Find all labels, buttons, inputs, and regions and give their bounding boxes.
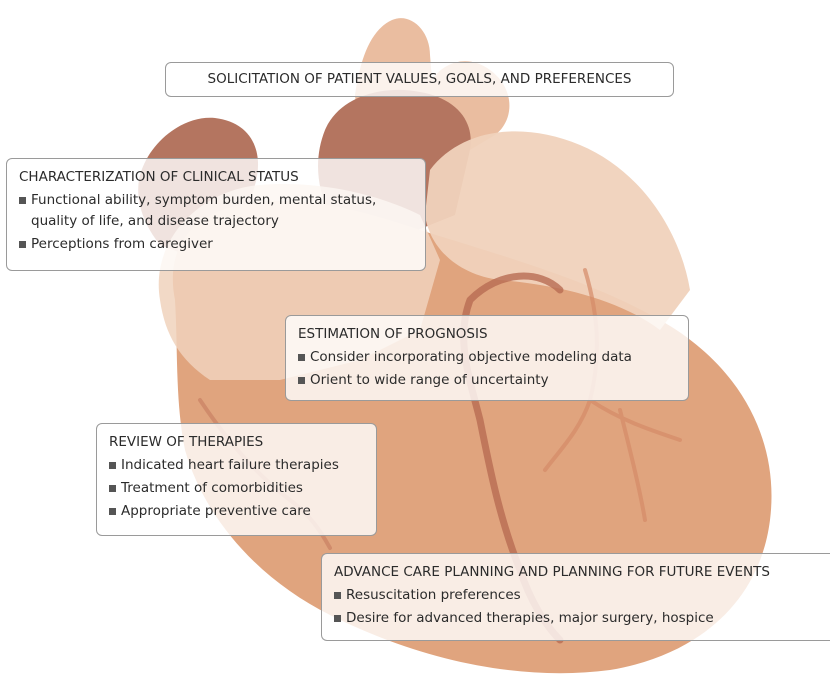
list-item-text: Treatment of comorbidities — [121, 480, 303, 496]
values-goals-box: SOLICITATION OF PATIENT VALUES, GOALS, A… — [165, 62, 674, 97]
list-item: Resuscitation preferences — [334, 585, 818, 606]
values-goals-title: SOLICITATION OF PATIENT VALUES, GOALS, A… — [176, 69, 663, 90]
list-item-text: Desire for advanced therapies, major sur… — [346, 610, 714, 626]
list-item: Treatment of comorbidities — [109, 478, 364, 499]
list-item-text: Orient to wide range of uncertainty — [310, 372, 549, 388]
therapies-list: Indicated heart failure therapies Treatm… — [109, 455, 364, 522]
bullet-icon — [109, 485, 116, 492]
prognosis-list: Consider incorporating objective modelin… — [298, 347, 676, 391]
list-item: Appropriate preventive care — [109, 501, 364, 522]
list-item-text: Indicated heart failure therapies — [121, 457, 339, 473]
bullet-icon — [298, 354, 305, 361]
bullet-icon — [109, 508, 116, 515]
list-item-text: Perceptions from caregiver — [31, 236, 213, 252]
list-item: Functional ability, symptom burden, ment… — [19, 190, 413, 232]
bullet-icon — [19, 241, 26, 248]
bullet-icon — [109, 462, 116, 469]
list-item-text: Functional ability, symptom burden, ment… — [31, 192, 376, 229]
clinical-status-box: CHARACTERIZATION OF CLINICAL STATUS Func… — [6, 158, 426, 271]
list-item: Perceptions from caregiver — [19, 234, 413, 255]
bullet-icon — [334, 592, 341, 599]
prognosis-box: ESTIMATION OF PROGNOSIS Consider incorpo… — [285, 315, 689, 401]
bullet-icon — [19, 197, 26, 204]
therapies-box: REVIEW OF THERAPIES Indicated heart fail… — [96, 423, 377, 536]
prognosis-title: ESTIMATION OF PROGNOSIS — [298, 324, 676, 345]
bullet-icon — [334, 615, 341, 622]
list-item: Consider incorporating objective modelin… — [298, 347, 676, 368]
list-item-text: Resuscitation preferences — [346, 587, 521, 603]
advance-care-list: Resuscitation preferences Desire for adv… — [334, 585, 818, 629]
advance-care-title: ADVANCE CARE PLANNING AND PLANNING FOR F… — [334, 562, 818, 583]
clinical-status-title: CHARACTERIZATION OF CLINICAL STATUS — [19, 167, 413, 188]
list-item-text: Appropriate preventive care — [121, 503, 311, 519]
clinical-status-list: Functional ability, symptom burden, ment… — [19, 190, 413, 255]
list-item: Desire for advanced therapies, major sur… — [334, 608, 818, 629]
bullet-icon — [298, 377, 305, 384]
therapies-title: REVIEW OF THERAPIES — [109, 432, 364, 453]
list-item-text: Consider incorporating objective modelin… — [310, 349, 632, 365]
list-item: Orient to wide range of uncertainty — [298, 370, 676, 391]
advance-care-box: ADVANCE CARE PLANNING AND PLANNING FOR F… — [321, 553, 830, 641]
list-item: Indicated heart failure therapies — [109, 455, 364, 476]
